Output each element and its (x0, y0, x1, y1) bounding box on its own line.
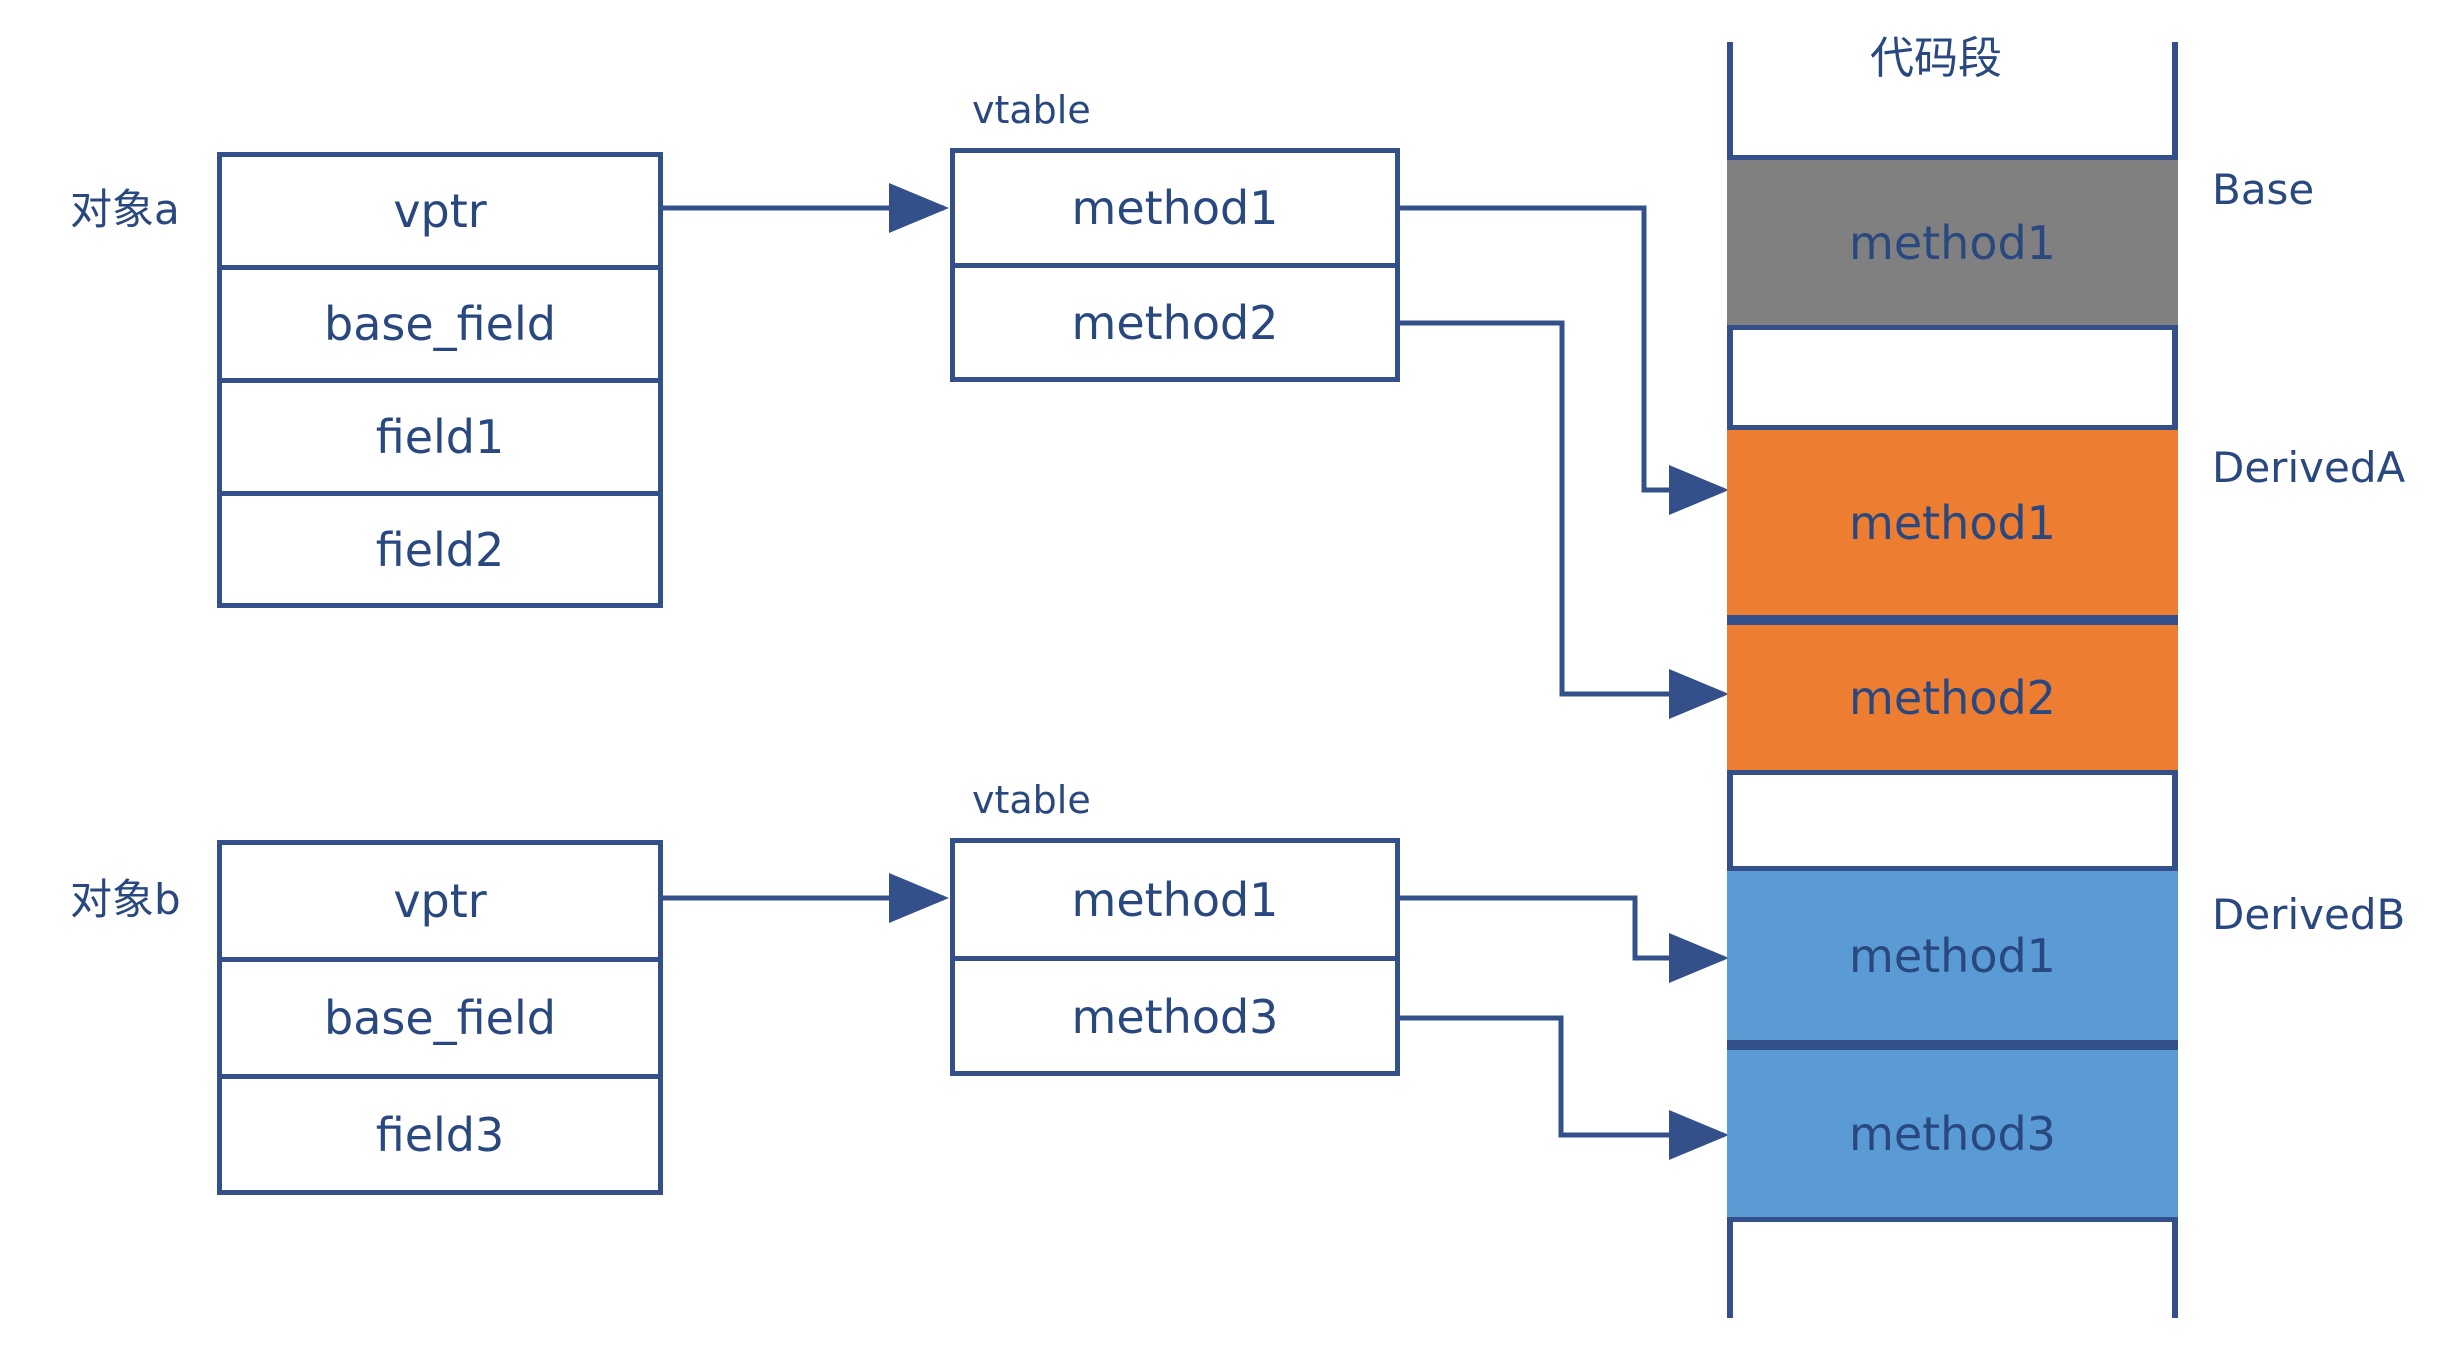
vtable-a-entry-method2: method2 (1071, 295, 1279, 350)
object-a-row-field1: field1 (222, 383, 658, 496)
vtable-a-entry-method1: method1 (955, 153, 1395, 268)
vtable-a-caption: vtable (972, 88, 1091, 132)
vtable-b-box: method1 method3 (950, 838, 1400, 1076)
object-b-row-field3: field3 (375, 1107, 505, 1162)
connector-vtablea-method2-to-derivedA-method2 (1400, 320, 1729, 719)
object-b-label: 对象b (70, 875, 181, 924)
code-segment-title: 代码段 (1870, 33, 2002, 84)
object-a-box: vptr base_field field1 field2 (217, 152, 663, 608)
connector-vtableb-method3-to-derivedB-method3 (1400, 1015, 1729, 1160)
object-b-box: vptr base_field field3 (217, 840, 663, 1195)
object-a-row-field2: field2 (375, 522, 505, 577)
code-group-label-derivedb: DerivedB (2212, 890, 2406, 939)
connector-vtableb-method1-to-derivedB-method1 (1400, 895, 1729, 983)
code-block-derivedb-method3: method3 (1727, 1045, 2178, 1222)
code-block-deriveda-method2: method2 (1727, 620, 2178, 775)
object-b-row-base-field: base_field (222, 962, 658, 1079)
vtable-b-entry-method1: method1 (955, 843, 1395, 961)
object-b-row-vptr: vptr (222, 845, 658, 962)
vtable-b-entry-method3: method3 (1071, 990, 1279, 1044)
code-block-derivedb-method1: method1 (1727, 866, 2178, 1045)
object-a-label: 对象a (70, 185, 180, 234)
code-block-deriveda-method1: method1 (1727, 425, 2178, 620)
object-a-row-vptr: vptr (222, 157, 658, 270)
vtable-b-caption: vtable (972, 778, 1091, 822)
code-block-base-method1: method1 (1727, 155, 2178, 330)
object-a-row-base-field: base_field (222, 270, 658, 383)
code-group-label-base: Base (2212, 165, 2315, 214)
vtable-a-box: method1 method2 (950, 148, 1400, 382)
connector-vtablea-method1-to-derivedA-method1 (1400, 205, 1729, 515)
code-group-label-deriveda: DerivedA (2212, 443, 2406, 492)
